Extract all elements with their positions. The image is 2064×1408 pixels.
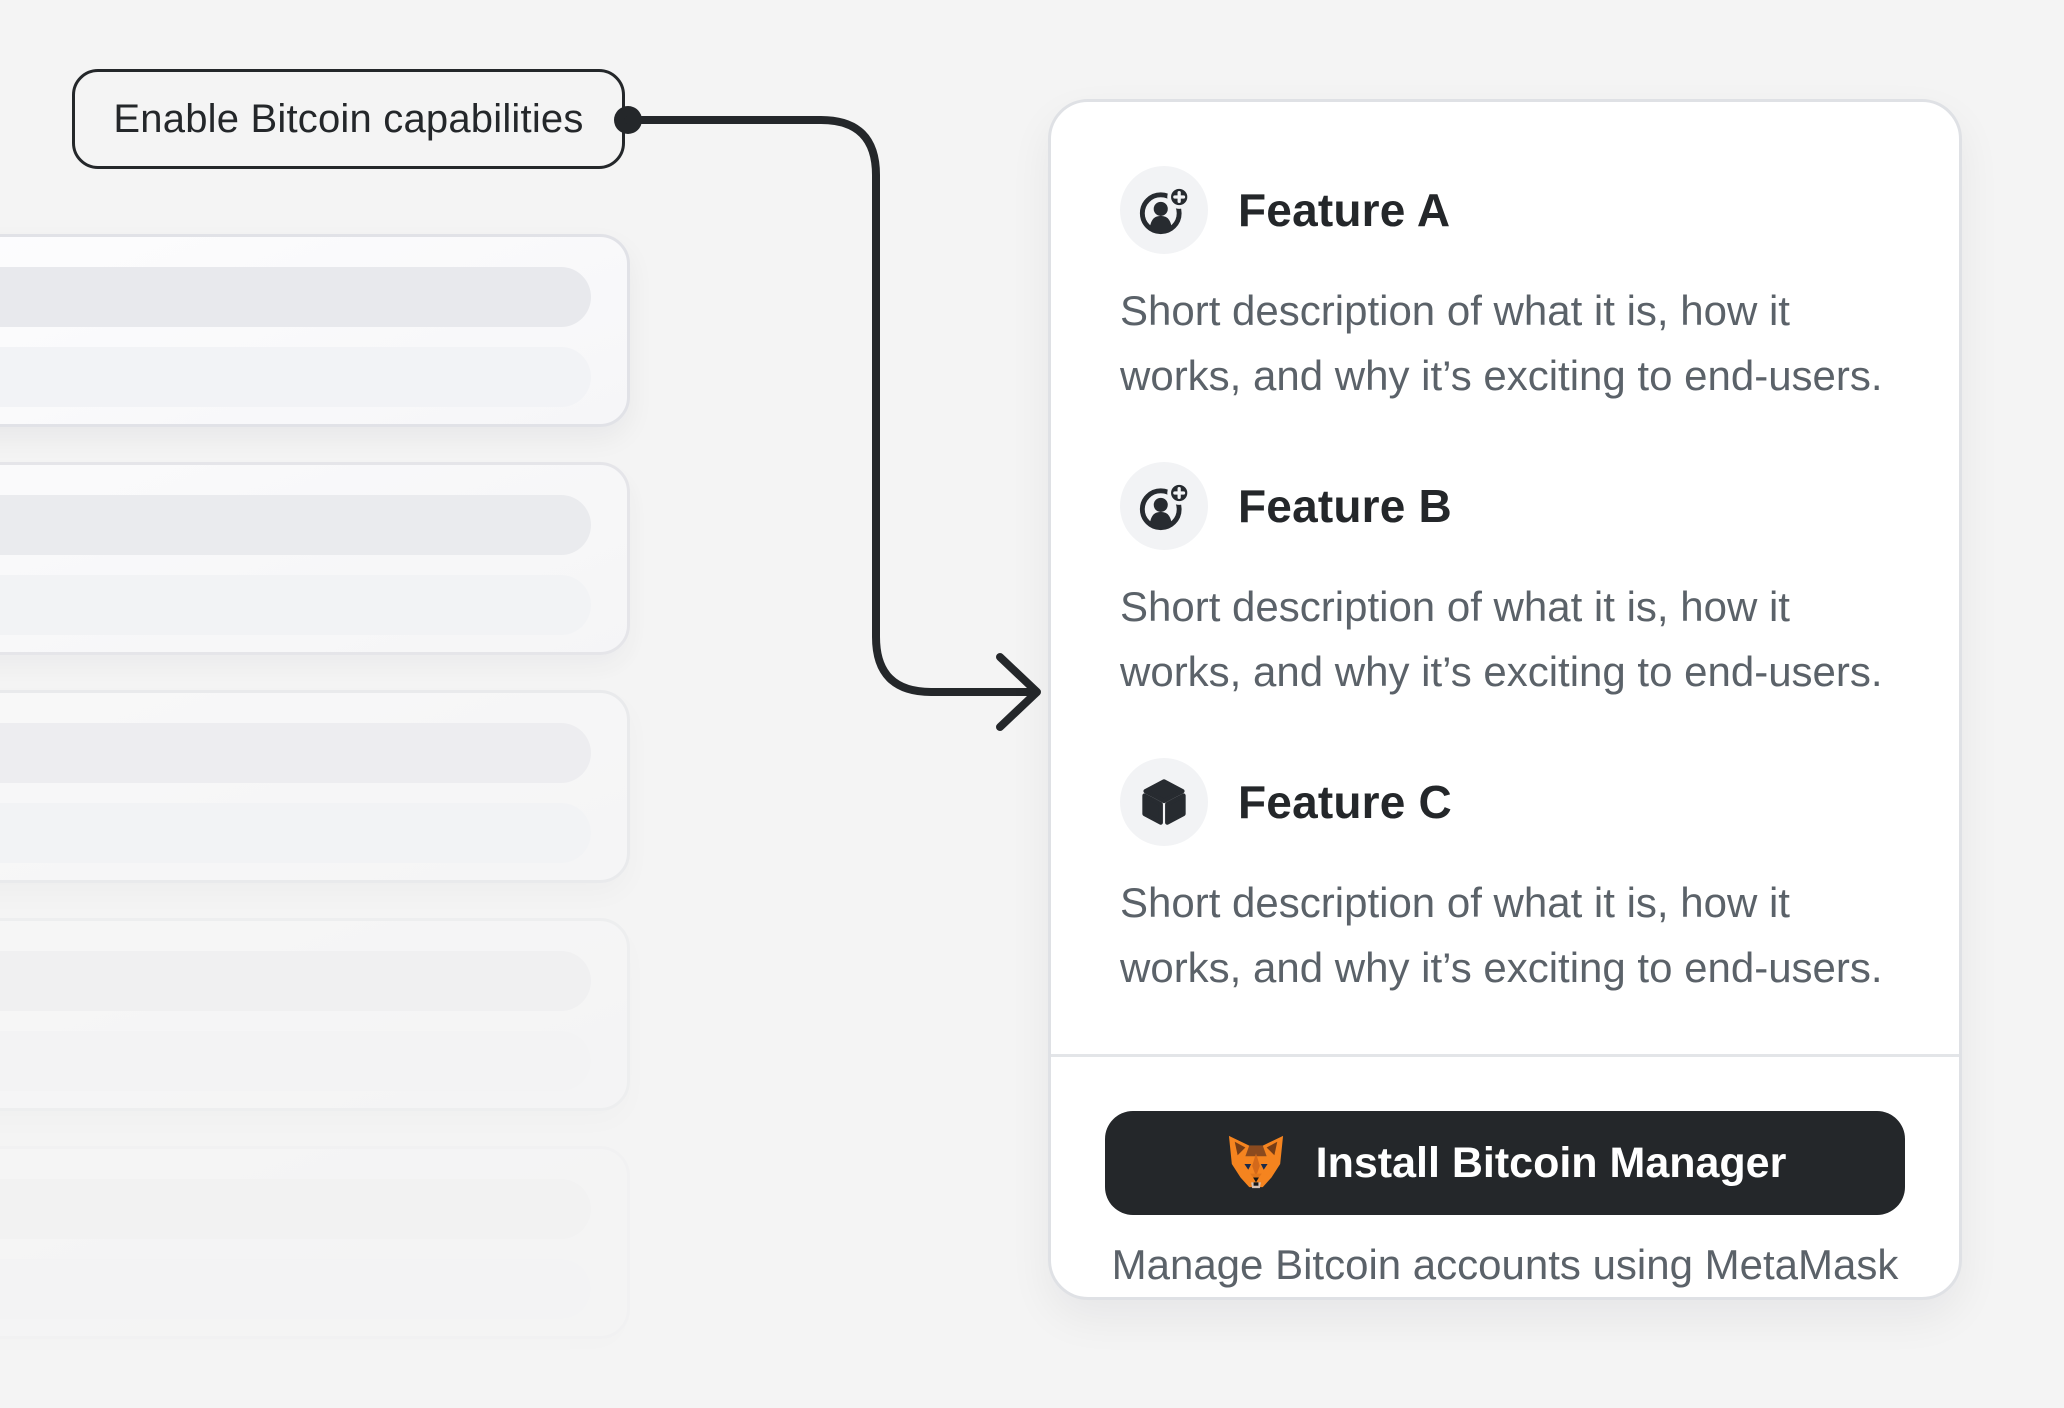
feature-title: Feature B	[1238, 480, 1452, 532]
feature-row-c: Feature C	[1120, 758, 1899, 846]
skeleton-card	[0, 918, 630, 1111]
feature-card: Feature A Short description of what it i…	[1048, 99, 1962, 1300]
connector-arrow	[614, 106, 1041, 731]
callout-enable-bitcoin: Enable Bitcoin capabilities	[72, 69, 625, 169]
feature-row-b: Feature B	[1120, 462, 1899, 550]
arrowhead-icon	[996, 653, 1041, 731]
metamask-fox-icon	[1224, 1134, 1288, 1192]
skeleton-card	[0, 462, 630, 655]
callout-label: Enable Bitcoin capabilities	[113, 96, 584, 141]
button-label: Install Bitcoin Manager	[1315, 1138, 1787, 1187]
skeleton-bar	[0, 803, 591, 863]
cube-icon	[1120, 758, 1208, 846]
skeleton-card	[0, 690, 630, 883]
feature-description: Short description of what it is, how it …	[1120, 879, 1883, 991]
feature-title: Feature C	[1238, 776, 1452, 828]
skeleton-bar	[0, 723, 591, 783]
account-add-icon	[1120, 166, 1208, 254]
account-add-icon	[1120, 462, 1208, 550]
feature-description: Short description of what it is, how it …	[1120, 287, 1883, 399]
skeleton-card	[0, 1146, 630, 1339]
skeleton-bar	[0, 575, 591, 635]
skeleton-bar	[0, 495, 591, 555]
skeleton-bar	[0, 267, 591, 327]
feature-row-a: Feature A	[1120, 166, 1899, 254]
cta-section: Install Bitcoin Manager Manage Bitcoin a…	[1051, 1057, 1959, 1289]
feature-title: Feature A	[1238, 184, 1451, 236]
skeleton-card	[0, 234, 630, 427]
skeleton-bar	[0, 1031, 591, 1091]
skeleton-bar	[0, 347, 591, 407]
skeleton-bar	[0, 951, 591, 1011]
install-bitcoin-manager-button[interactable]: Install Bitcoin Manager	[1105, 1111, 1905, 1215]
skeleton-bar	[0, 1179, 591, 1239]
skeleton-bar	[0, 1259, 591, 1319]
feature-description: Short description of what it is, how it …	[1120, 583, 1883, 695]
cta-caption: Manage Bitcoin accounts using MetaMask	[1111, 1241, 1899, 1288]
divider	[1051, 1054, 1959, 1057]
feature-list: Feature A Short description of what it i…	[1051, 102, 1959, 1000]
